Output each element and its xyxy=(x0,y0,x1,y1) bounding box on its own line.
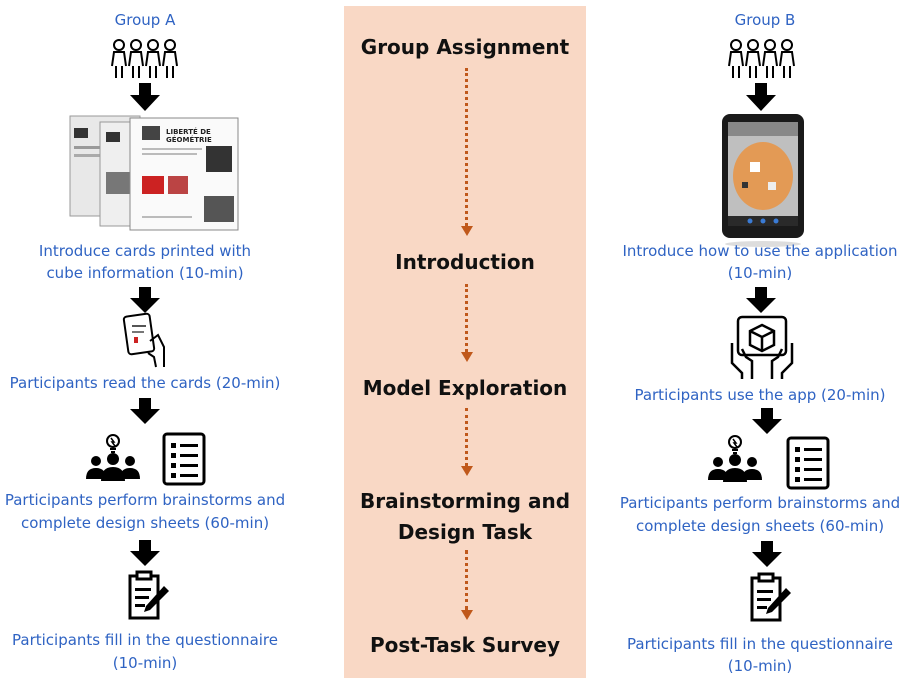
people-group-icon xyxy=(728,39,795,78)
group-a-questionnaire-line2: (10-min) xyxy=(112,654,178,672)
group-a-title: Group A xyxy=(114,11,176,29)
stage-group-assignment: Group Assignment xyxy=(360,35,570,59)
stage-brainstorming-line1: Brainstorming and xyxy=(359,489,571,513)
group-b-use: Participants use the app (20-min) xyxy=(634,386,886,404)
checklist-sheet-icon xyxy=(786,436,830,490)
dotted-arrow-3 xyxy=(465,408,468,466)
down-arrow-icon xyxy=(752,408,782,434)
stage-model-exploration: Model Exploration xyxy=(362,376,568,400)
card-title-line2: GÉOMÉTRIE xyxy=(166,135,212,144)
arrow-head-2 xyxy=(461,352,473,362)
hands-holding-tablet-cube-icon xyxy=(730,315,794,379)
arrow-head-3 xyxy=(461,466,473,476)
checklist-sheet-icon xyxy=(162,432,206,486)
stage-introduction: Introduction xyxy=(395,250,535,274)
brainstorm-team-icon xyxy=(86,434,140,481)
clipboard-pen-icon xyxy=(128,570,169,620)
arrow-head-1 xyxy=(461,226,473,236)
group-b-brainstorm-line2: complete design sheets (60-min) xyxy=(635,517,885,535)
group-a-read: Participants read the cards (20-min) xyxy=(9,374,281,392)
card-title-line1: LIBERTÉ DE xyxy=(166,127,211,136)
down-arrow-icon xyxy=(746,83,776,111)
group-b-intro-line1: Introduce how to use the application xyxy=(622,242,898,260)
down-arrow-icon xyxy=(130,398,160,424)
clipboard-pen-icon xyxy=(750,572,791,622)
group-a-brainstorm-line1: Participants perform brainstorms and xyxy=(4,491,286,509)
group-a-brainstorm-line2: complete design sheets (60-min) xyxy=(20,514,270,532)
printed-cards-image: LIBERTÉ DE GÉOMÉTRIE xyxy=(69,115,239,231)
people-group-icon xyxy=(111,39,178,78)
down-arrow-icon xyxy=(752,541,782,567)
down-arrow-icon xyxy=(130,83,160,111)
down-arrow-icon xyxy=(130,287,160,313)
group-a-questionnaire-line1: Participants fill in the questionnaire xyxy=(12,631,278,649)
group-a-intro-line2: cube information (10-min) xyxy=(46,264,244,282)
group-b-questionnaire-line1: Participants fill in the questionnaire xyxy=(627,635,893,653)
group-b-questionnaire-line2: (10-min) xyxy=(727,657,793,675)
arrow-head-4 xyxy=(461,610,473,620)
down-arrow-icon xyxy=(746,287,776,313)
dotted-arrow-2 xyxy=(465,284,468,352)
hand-holding-card-icon xyxy=(122,312,165,368)
dotted-arrow-4 xyxy=(465,550,468,610)
stage-design-task-line2: Design Task xyxy=(397,520,533,544)
stage-post-task-survey: Post-Task Survey xyxy=(369,633,561,657)
brainstorm-team-icon xyxy=(708,435,762,482)
group-b-intro-line2: (10-min) xyxy=(727,264,793,282)
dotted-arrow-1 xyxy=(465,68,468,226)
group-b-brainstorm-line1: Participants perform brainstorms and xyxy=(619,494,901,512)
group-b-title: Group B xyxy=(734,11,796,29)
tablet-app-image xyxy=(722,114,804,247)
group-a-intro-line1: Introduce cards printed with xyxy=(38,242,252,260)
down-arrow-icon xyxy=(130,540,160,566)
